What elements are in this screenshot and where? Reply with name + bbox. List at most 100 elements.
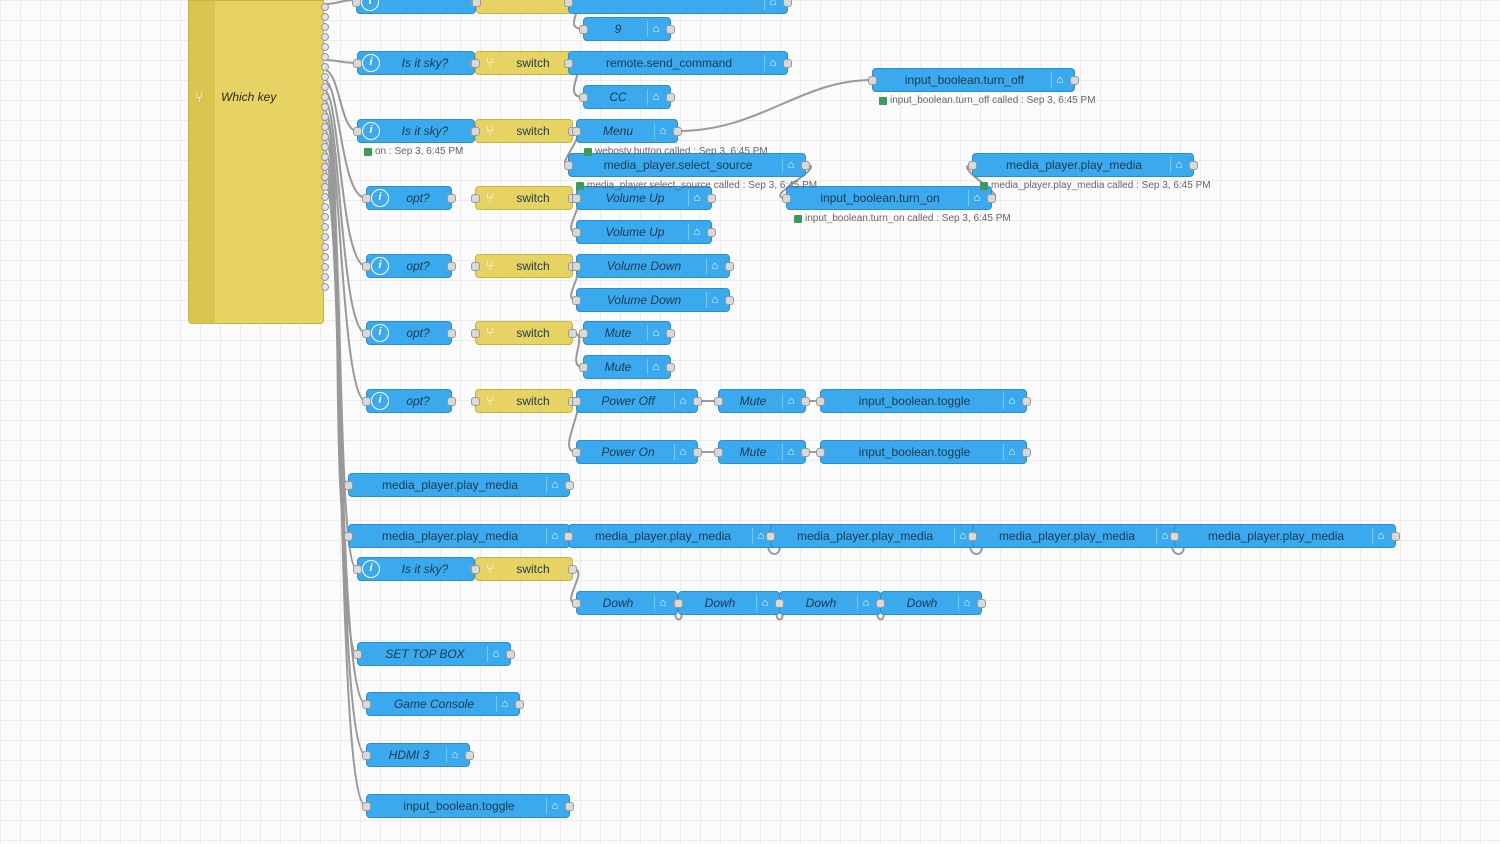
action-node[interactable]: Power Off⌂ [572, 389, 702, 413]
action-node[interactable]: media_player.play_media⌂ [344, 473, 574, 497]
action-node[interactable]: input_boolean.toggle⌂ [816, 440, 1031, 464]
wire[interactable] [323, 179, 367, 807]
which-key-output-port[interactable] [321, 243, 329, 251]
wire[interactable] [677, 79, 873, 132]
input-port[interactable] [471, 565, 480, 574]
output-port[interactable] [1070, 76, 1079, 85]
output-port[interactable] [801, 448, 810, 457]
input-port[interactable] [353, 127, 362, 136]
action-node[interactable]: Dowh⌂ [572, 591, 682, 615]
which-key-output-port[interactable] [321, 153, 329, 161]
input-port[interactable] [344, 481, 353, 490]
which-key-output-port[interactable] [321, 53, 329, 61]
which-key-output-port[interactable] [321, 43, 329, 51]
switch-node[interactable]: ⑂switch [471, 389, 577, 413]
which-key-output-port[interactable] [321, 123, 329, 131]
action-node[interactable]: media_player.play_media⌂ [968, 153, 1198, 177]
which-key-output-port[interactable] [321, 263, 329, 271]
which-key-output-port[interactable] [321, 193, 329, 201]
action-node[interactable]: Volume Down⌂ [572, 288, 734, 312]
input-port[interactable] [471, 329, 480, 338]
action-node[interactable]: Game Console⌂ [362, 692, 524, 716]
output-port[interactable] [447, 329, 456, 338]
switch-node[interactable]: ⑂switch [471, 119, 577, 143]
input-port[interactable] [471, 397, 480, 406]
input-port[interactable] [471, 59, 480, 68]
which-key-output-port[interactable] [321, 63, 329, 71]
input-port[interactable] [471, 127, 480, 136]
which-key-output-port[interactable] [321, 73, 329, 81]
input-port[interactable] [572, 397, 581, 406]
action-node[interactable]: input_boolean.toggle⌂ [816, 389, 1031, 413]
input-port[interactable] [362, 802, 371, 811]
which-key-output-port[interactable] [321, 273, 329, 281]
which-key-output-port[interactable] [321, 93, 329, 101]
input-port[interactable] [868, 76, 877, 85]
which-key-output-port[interactable] [321, 173, 329, 181]
input-port[interactable] [968, 532, 977, 541]
input-port[interactable] [362, 329, 371, 338]
input-port[interactable] [816, 448, 825, 457]
action-node[interactable]: Mute⌂ [714, 440, 810, 464]
input-port[interactable] [816, 397, 825, 406]
input-port[interactable] [362, 397, 371, 406]
input-port[interactable] [564, 59, 573, 68]
input-port[interactable] [775, 599, 784, 608]
input-port[interactable] [564, 532, 573, 541]
input-port[interactable] [564, 161, 573, 170]
switch-node[interactable] [472, 0, 576, 14]
switch-node[interactable]: ⑂switch [471, 254, 577, 278]
action-node[interactable]: Power On⌂ [572, 440, 702, 464]
input-port[interactable] [362, 194, 371, 203]
wire[interactable] [323, 89, 367, 267]
input-port[interactable] [362, 262, 371, 271]
output-port[interactable] [515, 700, 524, 709]
output-port[interactable] [568, 329, 577, 338]
which-key-switch-node[interactable]: ⑂ Which key [188, 0, 329, 324]
input-port[interactable] [572, 448, 581, 457]
action-node[interactable]: remote.send_command⌂ [564, 51, 792, 75]
action-node[interactable]: input_boolean.turn_off⌂ [868, 68, 1079, 92]
action-node[interactable]: media_player.play_media⌂ [968, 524, 1184, 548]
wire[interactable] [323, 69, 358, 132]
output-port[interactable] [801, 161, 810, 170]
output-port[interactable] [693, 448, 702, 457]
input-port[interactable] [362, 700, 371, 709]
action-node[interactable]: Volume Up⌂ [572, 220, 716, 244]
output-port[interactable] [666, 329, 675, 338]
action-node[interactable]: 9⌂ [579, 17, 675, 41]
wire[interactable] [323, 79, 367, 199]
which-key-output-port[interactable] [321, 233, 329, 241]
output-port[interactable] [673, 127, 682, 136]
input-port[interactable] [572, 296, 581, 305]
which-key-output-port[interactable] [321, 13, 329, 21]
input-port[interactable] [579, 363, 588, 372]
which-key-output-port[interactable] [321, 23, 329, 31]
input-port[interactable] [572, 262, 581, 271]
input-port[interactable] [876, 599, 885, 608]
output-port[interactable] [707, 228, 716, 237]
input-port[interactable] [572, 228, 581, 237]
input-port[interactable] [352, 0, 361, 7]
input-port[interactable] [572, 127, 581, 136]
output-port[interactable] [666, 25, 675, 34]
which-key-output-port[interactable] [321, 213, 329, 221]
output-port[interactable] [801, 397, 810, 406]
action-node[interactable]: media_player.select_source⌂ [564, 153, 810, 177]
output-port[interactable] [568, 565, 577, 574]
which-key-output-port[interactable] [321, 223, 329, 231]
output-port[interactable] [1022, 448, 1031, 457]
input-port[interactable] [579, 329, 588, 338]
input-port[interactable] [472, 0, 481, 7]
which-key-output-port[interactable] [321, 133, 329, 141]
which-key-output-port[interactable] [321, 33, 329, 41]
which-key-output-port[interactable] [321, 113, 329, 121]
action-node[interactable]: Menu⌂ [572, 119, 682, 143]
switch-node[interactable]: ⑂switch [471, 186, 577, 210]
